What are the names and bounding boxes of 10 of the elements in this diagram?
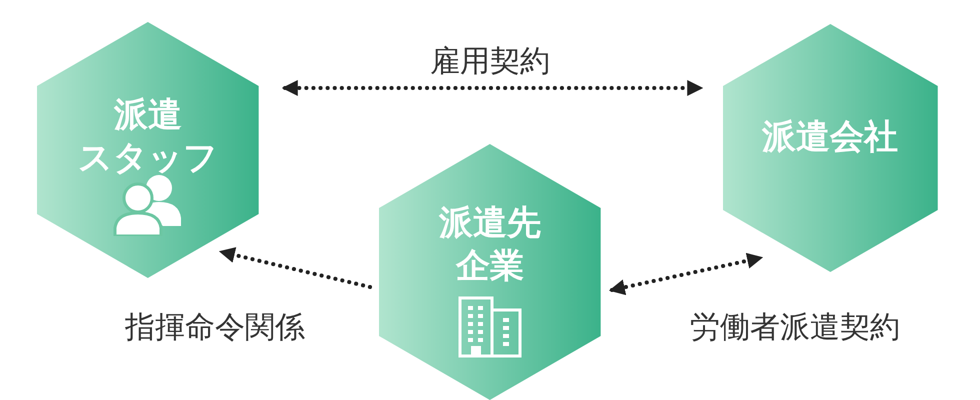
node-title: スタッフ: [78, 136, 218, 179]
node-title: 派遣会社: [762, 116, 898, 158]
hexagon-node: [722, 24, 938, 272]
hexagon-node: [379, 144, 601, 400]
dotted-arrow: [218, 247, 372, 289]
node-title: 派遣: [114, 94, 182, 136]
dotted-arrow: [282, 80, 704, 96]
dotted-arrow: [608, 252, 764, 296]
node-title: 派遣先企業: [438, 202, 542, 287]
hexagon-node: [37, 22, 259, 278]
